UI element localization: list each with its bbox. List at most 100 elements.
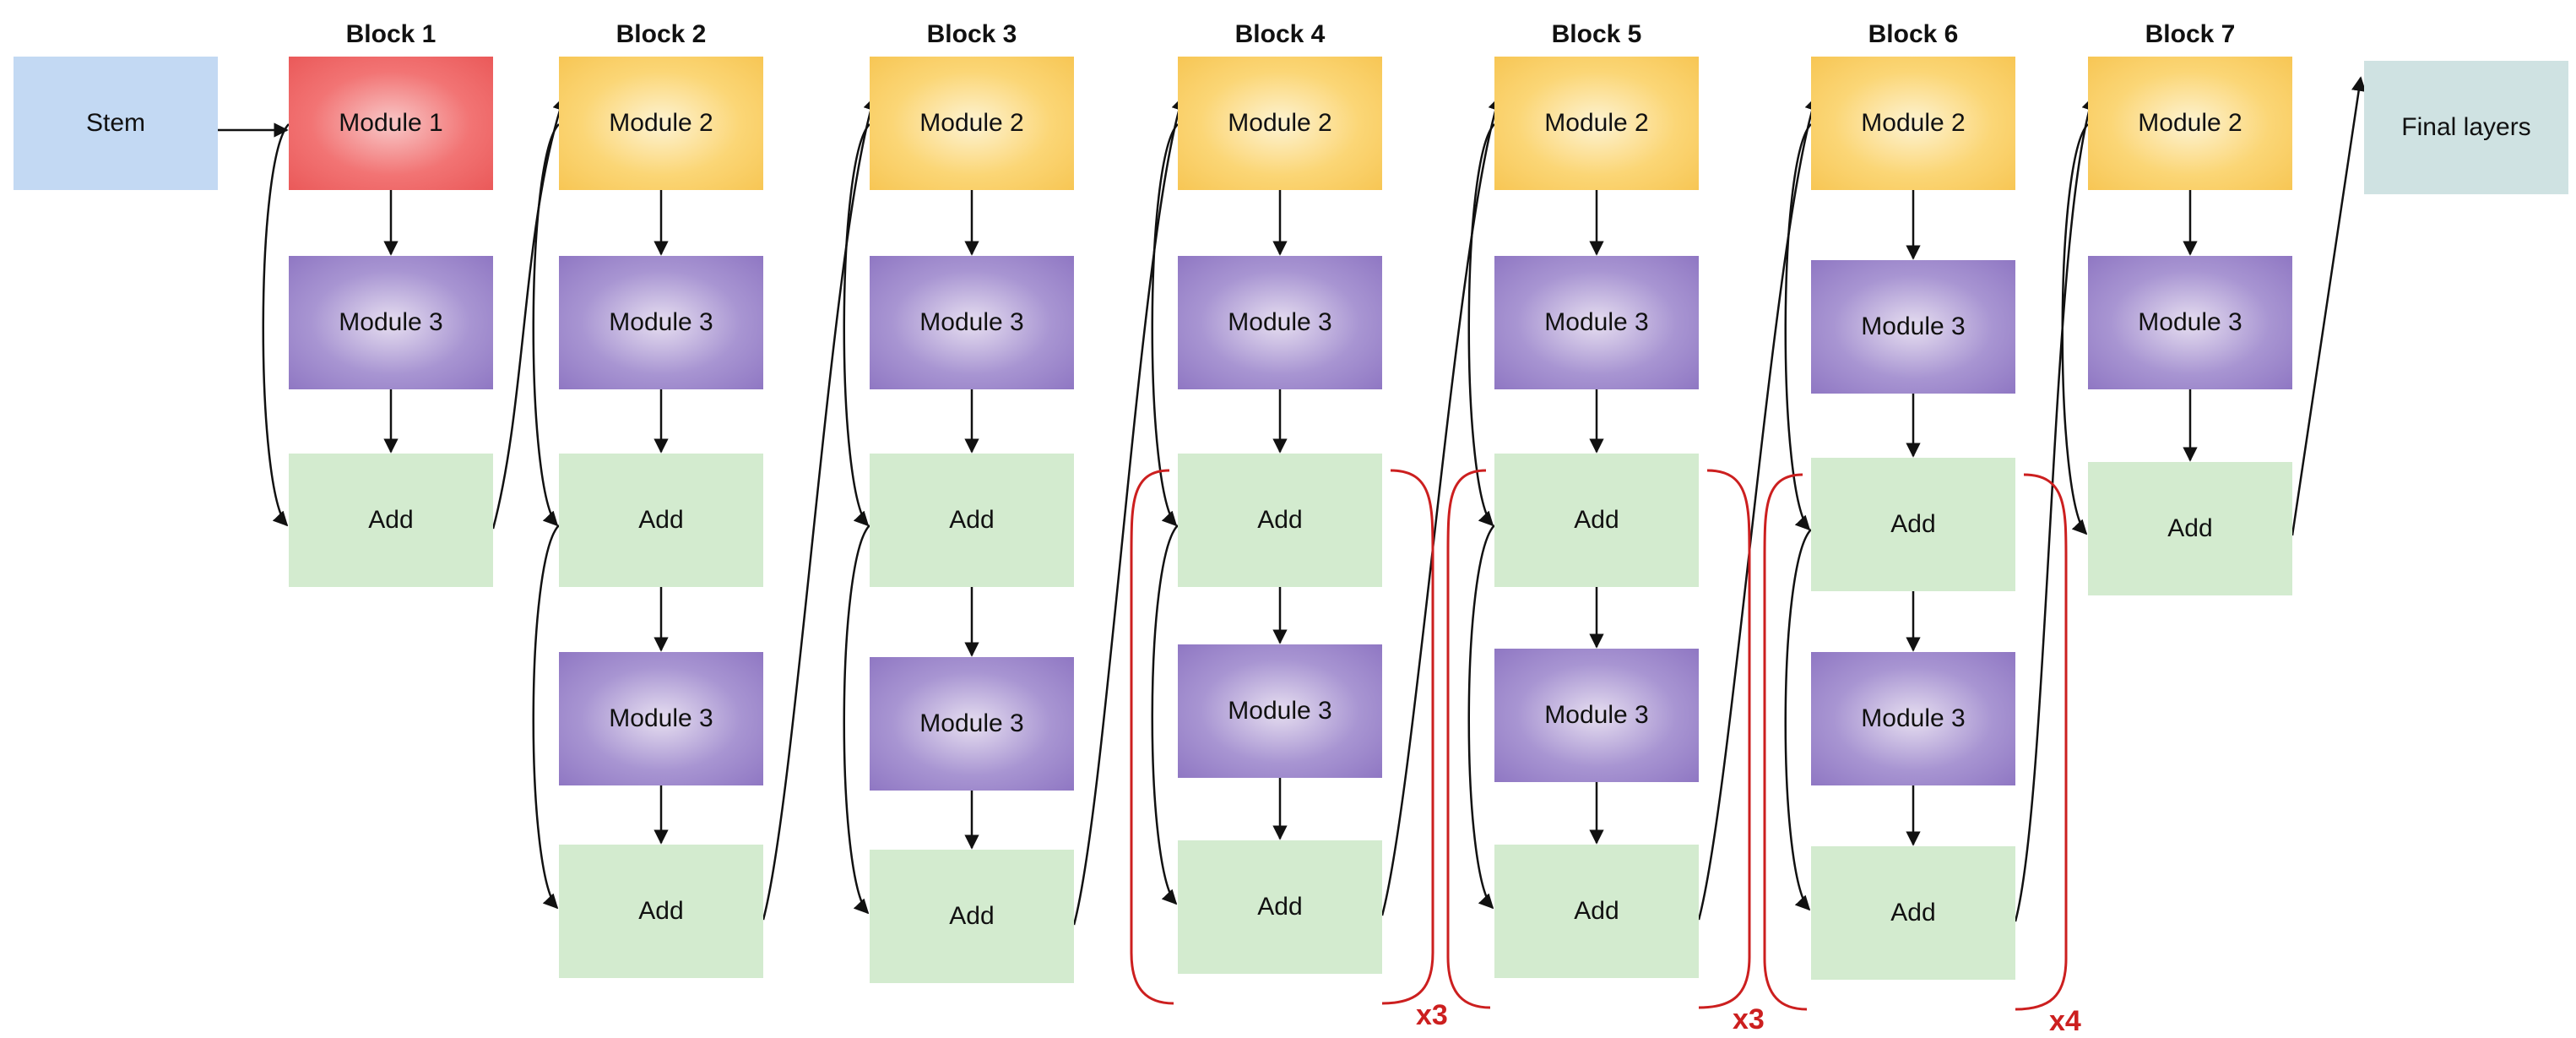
node-label: Module 3 xyxy=(339,308,443,336)
module-2-node: Module 2 xyxy=(870,57,1074,190)
node-label: Module 3 xyxy=(1228,697,1332,725)
node-label: Module 1 xyxy=(339,109,443,137)
add-node: Add xyxy=(1178,840,1382,974)
module-3-node: Module 3 xyxy=(1178,256,1382,389)
block-title: Block 4 xyxy=(1234,20,1326,48)
add-node: Add xyxy=(1494,454,1699,587)
node-label: Add xyxy=(1574,506,1619,534)
block-title: Block 6 xyxy=(1868,20,1959,48)
node-label: Module 3 xyxy=(919,709,1024,737)
node-label: Module 2 xyxy=(609,109,713,137)
add-node: Add xyxy=(1178,454,1382,587)
module-3-node: Module 3 xyxy=(870,256,1074,389)
repeat-bracket-right xyxy=(1698,469,1751,1009)
add-node: Add xyxy=(559,845,763,978)
add-node: Add xyxy=(1811,846,2015,980)
add-node: Add xyxy=(1494,845,1699,978)
node-label: Module 2 xyxy=(919,109,1024,137)
node-label: Add xyxy=(638,506,684,534)
skip-connection-arrow xyxy=(1784,529,1812,911)
node-label: Module 3 xyxy=(1228,308,1332,336)
skip-connection-arrow xyxy=(1151,123,1179,527)
node-label: Module 3 xyxy=(609,704,713,732)
module-3-node: Module 3 xyxy=(559,256,763,389)
module-1-node: Module 1 xyxy=(289,57,493,190)
skip-connection-arrow xyxy=(1151,524,1179,905)
module-3-node: Module 3 xyxy=(1811,260,2015,394)
repeat-bracket-left xyxy=(1130,469,1174,1005)
node-label: Add xyxy=(1890,899,1936,927)
to-final-arrow xyxy=(2291,76,2367,536)
repeat-count-label: x3 xyxy=(1733,1003,1765,1035)
node-label: Module 3 xyxy=(609,308,713,336)
node-label: Module 3 xyxy=(1544,308,1649,336)
repeat-bracket-left xyxy=(1763,473,1808,1011)
node-label: Add xyxy=(2167,514,2213,542)
add-node: Add xyxy=(2088,462,2292,595)
block-title: Block 2 xyxy=(616,20,707,48)
skip-connection-arrow xyxy=(532,524,560,910)
inter-block-arrow xyxy=(762,95,878,921)
node-label: Add xyxy=(949,506,995,534)
stem-label: Stem xyxy=(85,109,146,137)
stem-node: Stem xyxy=(14,57,218,190)
node-label: Module 3 xyxy=(919,308,1024,336)
skip-connection-arrow xyxy=(532,123,560,527)
add-node: Add xyxy=(870,850,1074,983)
node-label: Module 3 xyxy=(1861,312,1966,340)
final-layers-node: Final layers xyxy=(2364,61,2568,194)
node-label: Module 3 xyxy=(2138,308,2242,336)
block-title: Block 3 xyxy=(926,20,1017,48)
inter-block-arrow xyxy=(1380,95,1503,916)
node-label: Module 2 xyxy=(1228,109,1332,137)
node-label: Add xyxy=(949,902,995,930)
block-title: Block 1 xyxy=(345,20,437,48)
module-2-node: Module 2 xyxy=(559,57,763,190)
add-node: Add xyxy=(870,454,1074,587)
add-node: Add xyxy=(289,454,493,587)
module-3-node: Module 3 xyxy=(1811,652,2015,785)
inter-block-arrow xyxy=(1697,95,1819,921)
final-layers-label: Final layers xyxy=(2401,113,2531,141)
skip-connection-arrow xyxy=(1784,123,1812,531)
module-3-node: Module 3 xyxy=(1494,256,1699,389)
node-label: Module 3 xyxy=(1861,704,1966,732)
module-3-node: Module 3 xyxy=(870,657,1074,791)
module-3-node: Module 3 xyxy=(1494,649,1699,782)
repeat-bracket-right xyxy=(1381,469,1434,1005)
node-label: Add xyxy=(1574,897,1619,925)
node-label: Add xyxy=(1890,510,1936,538)
node-label: Add xyxy=(1257,506,1303,534)
skip-connection-arrow xyxy=(1467,123,1495,527)
repeat-bracket-right xyxy=(2015,473,2068,1011)
module-3-node: Module 3 xyxy=(559,652,763,785)
skip-connection-arrow xyxy=(843,123,870,527)
add-node: Add xyxy=(559,454,763,587)
module-3-node: Module 3 xyxy=(289,256,493,389)
inter-block-arrow xyxy=(491,95,567,530)
repeat-count-label: x4 xyxy=(2049,1005,2081,1037)
block-title: Block 7 xyxy=(2145,20,2236,48)
node-label: Add xyxy=(638,897,684,925)
repeat-bracket-left xyxy=(1446,469,1491,1009)
module-2-node: Module 2 xyxy=(1178,57,1382,190)
module-2-node: Module 2 xyxy=(1494,57,1699,190)
inter-block-arrow xyxy=(2014,95,2096,922)
skip-connection-arrow xyxy=(843,524,870,915)
block-title: Block 5 xyxy=(1551,20,1642,48)
module-2-node: Module 2 xyxy=(2088,57,2292,190)
node-label: Module 3 xyxy=(1544,701,1649,729)
add-node: Add xyxy=(1811,458,2015,591)
node-label: Add xyxy=(1257,893,1303,921)
skip-connection-arrow xyxy=(262,123,290,527)
inter-block-arrow xyxy=(1072,95,1186,926)
module-3-node: Module 3 xyxy=(2088,256,2292,389)
node-label: Add xyxy=(368,506,414,534)
node-label: Module 2 xyxy=(1861,109,1966,137)
node-label: Module 2 xyxy=(2138,109,2242,137)
node-label: Module 2 xyxy=(1544,109,1649,137)
module-3-node: Module 3 xyxy=(1178,644,1382,778)
repeat-count-label: x3 xyxy=(1416,999,1448,1031)
